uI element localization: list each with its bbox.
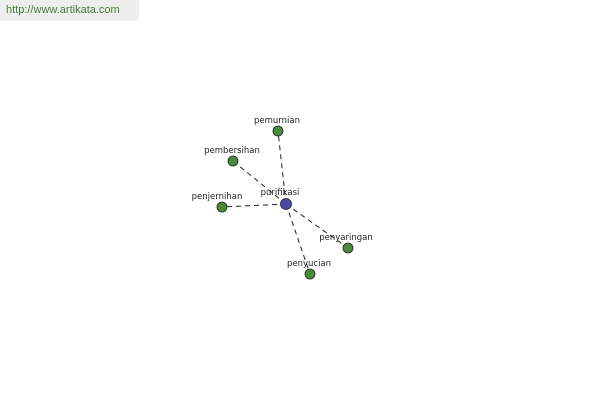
node-penjernihan-circle[interactable]: [216, 201, 228, 213]
node-pemurnian-label: pemurnian: [254, 116, 300, 126]
node-penyaringan-circle[interactable]: [342, 242, 354, 254]
leaf-nodes: pemurnian pembersihan penjernihan penyar…: [192, 116, 373, 280]
node-penyucian-circle[interactable]: [304, 268, 316, 280]
site-url-link[interactable]: http://www.artikata.com: [0, 0, 139, 21]
edge-penyucian: [285, 203, 311, 275]
node-penjernihan[interactable]: penjernihan: [192, 192, 243, 213]
node-pemurnian-circle[interactable]: [272, 125, 284, 137]
node-penyucian-label: penyucian: [287, 259, 331, 269]
node-pembersihan[interactable]: pembersihan: [204, 146, 260, 167]
edge-pemurnian: [277, 130, 287, 205]
node-penyaringan-label: penyaringan: [319, 233, 373, 243]
edges: [221, 130, 349, 275]
center-node-circle[interactable]: [280, 198, 292, 210]
node-pembersihan-label: pembersihan: [204, 146, 260, 156]
edge-penyaringan: [285, 203, 349, 249]
node-pembersihan-circle[interactable]: [227, 155, 239, 167]
node-penjernihan-label: penjernihan: [192, 192, 243, 202]
edge-penjernihan: [221, 203, 287, 208]
edge-pembersihan: [232, 160, 287, 205]
node-penyucian[interactable]: penyucian: [287, 259, 331, 280]
node-pemurnian[interactable]: pemurnian: [254, 116, 300, 137]
node-penyaringan[interactable]: penyaringan: [319, 233, 373, 254]
center-node[interactable]: purifikasi: [261, 188, 300, 210]
center-node-label: purifikasi: [261, 188, 300, 198]
